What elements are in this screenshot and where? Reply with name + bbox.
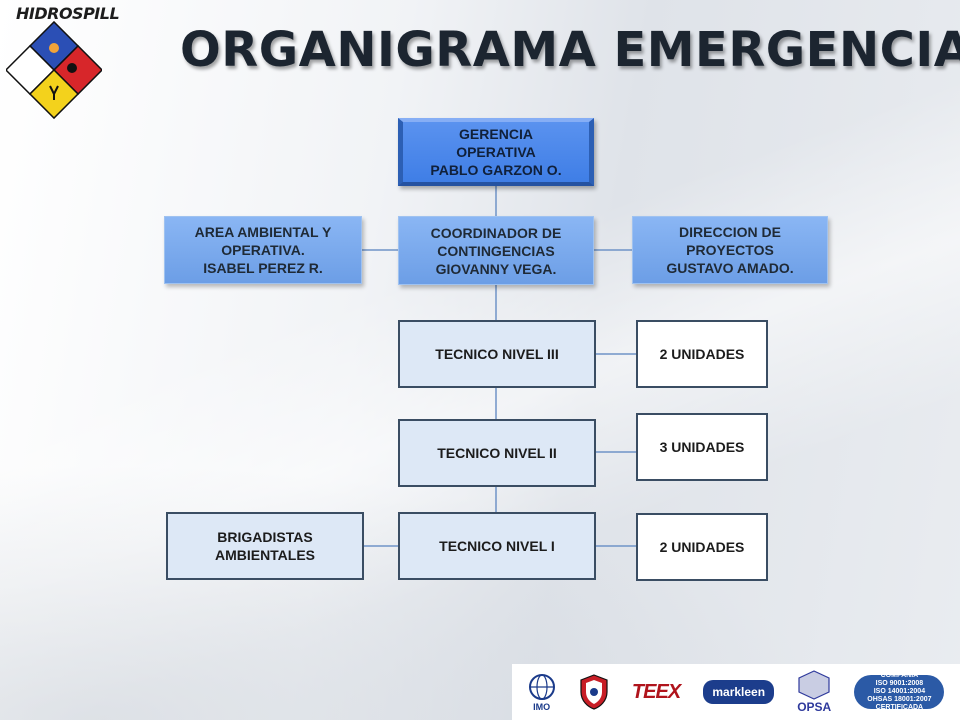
node-brigadistas-label: BRIGADISTAS AMBIENTALES [214, 529, 316, 563]
imo-logo: IMO [528, 673, 556, 712]
certification-badge: COMPAÑIA ISO 9001:2008 ISO 14001:2004 OH… [854, 672, 945, 711]
markleen-logo: markleen [703, 680, 775, 704]
node-coordinador: COORDINADOR DE CONTINGENCIAS GIOVANNY VE… [398, 216, 594, 285]
shield-logo [579, 674, 609, 710]
globe-icon [528, 673, 555, 700]
node-direccion-proyectos: DIRECCION DE PROYECTOS GUSTAVO AMADO. [632, 216, 828, 284]
certification-label: COMPAÑIA ISO 9001:2008 ISO 14001:2004 OH… [867, 672, 932, 711]
logo-text: HIDROSPILL [16, 4, 120, 23]
node-tecnico-3-label: TECNICO NIVEL III [435, 346, 559, 362]
node-tecnico-1-label: TECNICO NIVEL I [439, 538, 555, 554]
partner-logos-strip: IMO TEEX markleen OPSA COMPAÑIA ISO 9001… [512, 664, 960, 720]
node-direccion-label: DIRECCION DE PROYECTOS GUSTAVO AMADO. [666, 224, 794, 276]
node-gerencia-operativa: GERENCIA OPERATIVA PABLO GARZON O. [398, 118, 594, 186]
markleen-label: markleen [703, 680, 775, 704]
node-tecnico-nivel-2: TECNICO NIVEL II [398, 419, 596, 487]
node-tecnico-nivel-1: TECNICO NIVEL I [398, 512, 596, 580]
node-tecnico-2-label: TECNICO NIVEL II [437, 445, 557, 461]
teex-label: TEEX [631, 680, 681, 703]
node-gerencia-label: GERENCIA OPERATIVA PABLO GARZON O. [430, 126, 562, 178]
node-tecnico-1-units: 2 UNIDADES [636, 513, 768, 581]
node-brigadistas: BRIGADISTAS AMBIENTALES [166, 512, 364, 580]
hexagon-icon [798, 670, 830, 700]
opsa-logo: OPSA [797, 670, 831, 714]
imo-label: IMO [533, 701, 551, 712]
opsa-label: OPSA [797, 700, 832, 714]
node-tecnico-3-units: 2 UNIDADES [636, 320, 768, 388]
node-tecnico-3-units-label: 2 UNIDADES [659, 346, 745, 362]
node-tecnico-2-units-label: 3 UNIDADES [659, 439, 745, 455]
teex-logo: TEEX [631, 680, 681, 704]
company-logo: HIDROSPILL [6, 4, 120, 124]
node-tecnico-2-units: 3 UNIDADES [636, 413, 768, 481]
node-area-ambiental: AREA AMBIENTAL Y OPERATIVA. ISABEL PEREZ… [164, 216, 362, 284]
node-tecnico-1-units-label: 2 UNIDADES [659, 539, 745, 555]
node-tecnico-nivel-3: TECNICO NIVEL III [398, 320, 596, 388]
hazard-diamond-icon [6, 20, 102, 120]
page-title: ORGANIGRAMA EMERGENCIA . [180, 22, 960, 78]
shield-icon [580, 674, 608, 710]
node-area-ambiental-label: AREA AMBIENTAL Y OPERATIVA. ISABEL PEREZ… [194, 224, 332, 276]
node-coordinador-label: COORDINADOR DE CONTINGENCIAS GIOVANNY VE… [430, 224, 562, 277]
